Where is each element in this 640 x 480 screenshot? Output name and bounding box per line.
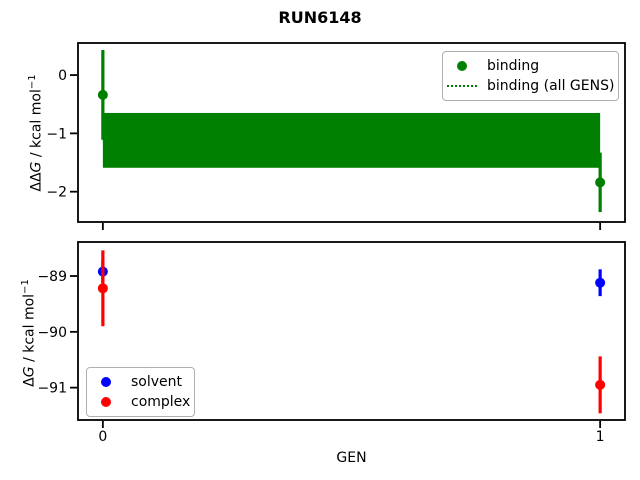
chart-title: RUN6148 xyxy=(278,8,362,27)
swatch-area xyxy=(447,61,477,71)
x-tick-label: 0 xyxy=(98,429,107,445)
y-tick-label: −89 xyxy=(37,269,67,285)
ylabel-bottom-unit: / kcal mol xyxy=(21,293,38,367)
xlabel: GEN xyxy=(336,450,367,466)
legend-label-solvent: solvent xyxy=(131,374,183,390)
ylabel-top-prefix: ΔΔ xyxy=(28,172,45,192)
ylabel-bottom: ΔG / kcal mol−1 xyxy=(20,243,38,423)
y-tick-label: −2 xyxy=(46,185,67,201)
swatch-area xyxy=(91,377,121,387)
complex-marker xyxy=(97,283,108,294)
axes-frame xyxy=(77,42,626,223)
complex-marker-icon xyxy=(101,397,111,407)
swatch-area xyxy=(91,397,121,407)
legend-label-binding: binding xyxy=(487,58,540,74)
ylabel-bottom-exponent: −1 xyxy=(20,279,31,294)
binding-marker xyxy=(97,89,108,100)
y-tick-label: −90 xyxy=(37,325,67,341)
complex-marker xyxy=(595,379,606,390)
legend-item-binding: binding xyxy=(447,56,614,76)
legend-item-solvent: solvent xyxy=(91,372,190,392)
legend-label-binding-all-gens: binding (all GENS) xyxy=(487,78,615,94)
y-tick-label: −1 xyxy=(46,126,67,142)
ylabel-bottom-prefix: Δ xyxy=(21,377,38,387)
ylabel-top: ΔΔG / kcal mol−1 xyxy=(27,43,45,223)
y-tick-label: 0 xyxy=(58,68,67,84)
legend-item-binding-all-gens: binding (all GENS) xyxy=(447,76,614,96)
binding-marker xyxy=(595,177,606,188)
legend-label-complex: complex xyxy=(131,394,191,410)
y-tick-label: −91 xyxy=(37,381,67,397)
solvent-marker-icon xyxy=(101,377,111,387)
ylabel-top-exponent: −1 xyxy=(27,74,38,90)
ylabel-bottom-variable: G xyxy=(21,366,38,378)
binding-all-gens-line-icon xyxy=(447,85,477,87)
axes-frame xyxy=(77,241,626,421)
x-tick-label: 1 xyxy=(596,429,605,445)
binding-marker-icon xyxy=(457,61,467,71)
binding-all-gens-band xyxy=(102,112,601,168)
solvent-marker xyxy=(595,277,606,288)
ylabel-top-unit: / kcal mol xyxy=(28,89,45,162)
legend-binding: binding binding (all GENS) xyxy=(442,51,620,101)
legend-solvent-complex: solvent complex xyxy=(86,367,196,417)
ylabel-top-variable: G xyxy=(28,161,45,173)
legend-item-complex: complex xyxy=(91,392,190,412)
swatch-area xyxy=(447,85,477,87)
